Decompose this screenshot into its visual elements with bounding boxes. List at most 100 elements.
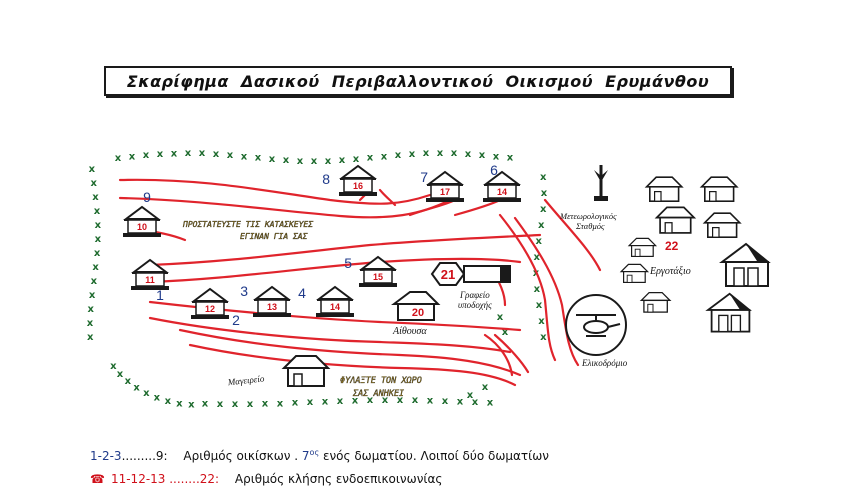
tree-mark: x [241,151,248,162]
road-bottom-right [483,333,514,377]
cabin-intercom-number: 14 [330,302,340,312]
hall-number: 20 [412,307,424,319]
tree-mark: x [157,149,164,160]
tree-mark: x [143,388,150,399]
tree-mark: x [381,151,388,162]
tree-mark: x [92,262,99,273]
tree-mark: x [311,156,318,167]
tree-mark: x [202,399,209,410]
cabin-number-label: 4 [298,285,306,301]
tree-mark: x [87,304,94,315]
tree-mark: x [283,155,290,166]
cabin-number-label: 5 [344,255,352,271]
kitchen-building[interactable] [283,355,329,387]
legend-cabins: 1-2-3.........9: Αριθμός οικίσκων . 7ος … [90,448,549,463]
tree-mark: x [538,316,545,327]
tree-mark: x [395,150,402,161]
tree-mark: x [502,327,509,338]
tree-mark: x [353,154,360,165]
road-east-outer [543,198,602,272]
tree-mark: x [92,192,99,203]
tree-mark: x [457,397,464,408]
tree-mark: x [540,332,547,343]
weather-label-line1: Μετεωρολογικός [559,211,617,221]
cabin-number-label: 9 [143,189,151,205]
tree-mark: x [95,220,102,231]
tree-mark: x [227,150,234,161]
reception-office[interactable]: 21 [430,262,511,286]
cabin-9[interactable]: 10 [122,206,162,238]
tree-mark: x [165,396,172,407]
tree-mark: x [540,172,547,183]
tree-mark: x [535,236,542,247]
tree-mark: x [534,284,541,295]
cabin-number-label: 3 [240,283,248,299]
tree-mark: x [94,248,101,259]
road-south-2 [188,343,517,387]
cabin-1[interactable]: 11 [130,259,170,291]
cabin-8[interactable]: 16 [338,165,378,197]
road-east-loop [498,213,557,362]
clean-sign-line1: ΦΥΛΑΞΤΕ ΤΟΝ ΧΩΡΟ [340,376,422,386]
workshop-area [620,176,769,333]
tree-mark: x [89,290,96,301]
map-title: Σκαρίφημα Δασικού Περιβαλλοντικού Οικισμ… [104,66,732,96]
road-to-8b [378,188,397,207]
tree-mark: x [479,150,486,161]
tree-mark: x [125,376,132,387]
tree-mark: x [95,234,102,245]
cabin-3[interactable]: 13 [252,286,292,318]
reception-label-line2: υποδοχής [458,300,492,310]
tree-mark: x [185,148,192,159]
tree-mark: x [487,398,494,409]
tree-mark: x [437,148,444,159]
legend-cabin-numbers: 1-2-3 [90,449,122,463]
legend-cabin-text-a: Αριθμός οικίσκων . [183,449,299,463]
tree-mark: x [465,149,472,160]
legend-cabin-text-num: 7 [301,449,310,463]
tree-mark: x [87,318,94,329]
road-east-loop-b [513,216,580,367]
workshop-number: 22 [665,239,679,253]
road-north [118,178,432,205]
heliport-icon [565,294,627,356]
cabin-intercom-number: 13 [267,302,277,312]
legend-intercom-numbers: 11-12-13 [110,472,166,486]
tree-mark: x [507,153,514,164]
cabin-number-label: 8 [322,171,330,187]
heliport-label: Ελικοδρόμιο [581,358,628,368]
tree-mark: x [143,150,150,161]
clean-sign-line2: ΣΑΣ ΑΝΗΚΕΙ [352,389,404,399]
tree-mark: x [538,220,545,231]
tree-mark: x [133,382,140,393]
cabin-number-label: 2 [232,312,240,328]
tree-mark: x [91,276,98,287]
tree-mark: x [367,395,374,406]
tree-mark: x [427,396,434,407]
tree-mark: x [322,397,329,408]
hall-building[interactable]: 20 [391,291,441,321]
tree-mark: x [277,398,284,409]
legend-intercom-dots: ........22: [165,472,220,486]
tree-mark: x [493,151,500,162]
legend-cabin-dots: .........9: [121,449,168,463]
cabin-intercom-number: 11 [145,275,155,285]
weather-label: Μετεωρολογικός Σταθμός [559,211,619,231]
tree-mark: x [533,252,540,263]
cabin-2[interactable]: 12 [190,288,230,320]
cabin-intercom-number: 10 [137,222,147,232]
tree-mark: x [337,396,344,407]
tree-mark: x [129,151,136,162]
hall-label: Αίθουσα [392,326,427,337]
tree-mark: x [467,390,474,401]
cabin-4[interactable]: 14 [315,286,355,318]
road-mid-1 [148,233,542,267]
cabin-7[interactable]: 17 [425,171,465,203]
cabin-6[interactable]: 14 [482,171,522,203]
tree-mark: x [213,149,220,160]
cabin-number-label: 7 [420,169,428,185]
cabin-5[interactable]: 15 [358,256,398,288]
